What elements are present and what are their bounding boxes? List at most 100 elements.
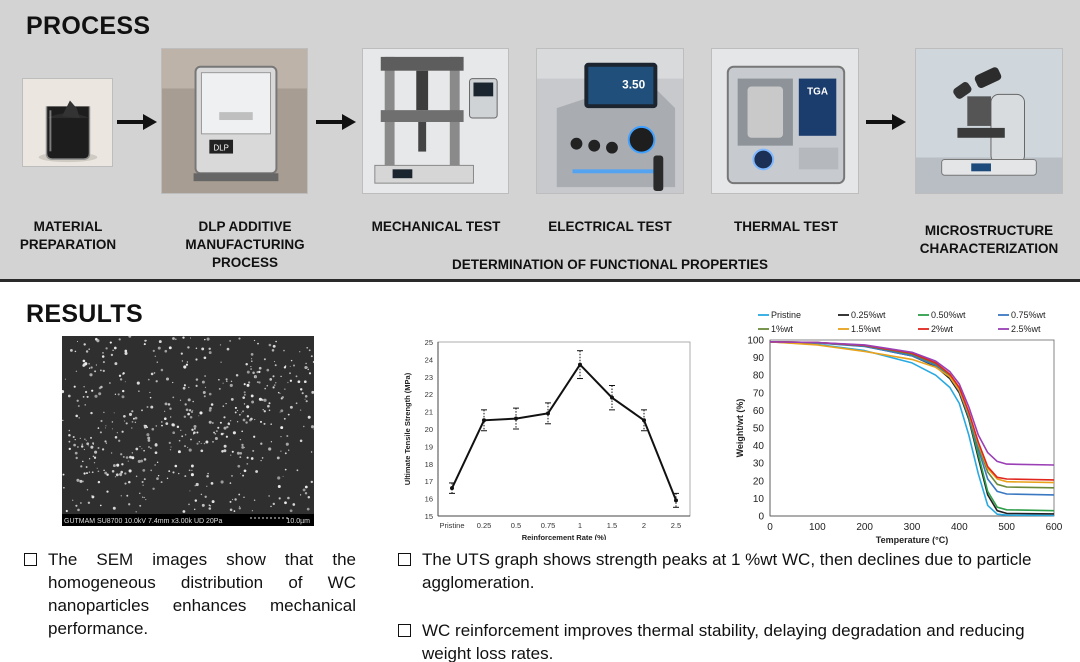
sem-particle <box>270 441 273 443</box>
sem-particle <box>128 480 131 484</box>
sem-particle <box>228 423 230 426</box>
sem-particle <box>121 395 125 399</box>
multimeter-icon: 3.50 <box>537 49 683 193</box>
sem-particle <box>160 368 164 372</box>
sem-particle <box>168 470 171 472</box>
sem-particle <box>201 503 205 507</box>
sem-particle <box>219 421 222 424</box>
sem-particle <box>84 404 86 406</box>
sem-particle <box>83 472 86 475</box>
sem-particle <box>274 364 277 367</box>
sem-particle <box>141 496 144 498</box>
sem-particle <box>272 502 275 506</box>
y-tick-label: 18 <box>425 460 433 469</box>
sem-particle <box>152 487 155 491</box>
sem-particle <box>62 473 65 476</box>
sem-particle <box>143 478 146 481</box>
sem-particle <box>183 445 187 448</box>
sem-particle <box>136 381 140 385</box>
sem-particle <box>132 417 135 420</box>
thermal-test-image: TGA <box>711 48 859 194</box>
data-point <box>546 411 550 416</box>
sem-particle <box>273 384 276 386</box>
sem-particle <box>246 415 250 418</box>
sem-particle <box>84 438 86 440</box>
sem-particle <box>191 469 193 472</box>
sem-particle <box>283 366 287 369</box>
sem-particle <box>161 421 163 423</box>
sem-particle <box>230 380 233 383</box>
sem-particle <box>250 457 254 460</box>
sem-particle <box>99 431 102 434</box>
sem-particle <box>239 473 242 475</box>
sem-particle <box>288 449 290 451</box>
sem-particle <box>230 397 234 401</box>
sem-particle <box>259 420 263 423</box>
sem-particle <box>195 378 199 381</box>
sem-particle <box>124 349 128 353</box>
sem-particle <box>250 366 252 368</box>
sem-particle <box>284 468 287 471</box>
y-tick-label: 24 <box>425 355 433 364</box>
sem-particle <box>303 425 305 428</box>
sem-particle <box>268 409 271 412</box>
sem-particle <box>310 451 313 453</box>
sem-particle <box>290 359 293 362</box>
sem-particle <box>260 442 263 445</box>
y-tick-label: 100 <box>747 336 764 347</box>
sem-particle <box>86 442 90 446</box>
sem-particle <box>242 410 245 413</box>
sem-particle <box>91 389 94 392</box>
sem-particle <box>165 422 169 425</box>
sem-particle <box>195 347 198 350</box>
sem-particle <box>272 375 275 378</box>
sem-particle <box>280 435 282 438</box>
sem-particle <box>120 475 122 477</box>
sem-particle <box>251 510 254 512</box>
sem-particle <box>241 430 244 433</box>
sem-particle <box>63 486 65 489</box>
sem-particle <box>232 499 234 501</box>
sem-particle <box>276 456 280 460</box>
sem-particle <box>190 464 194 468</box>
data-point <box>610 395 614 400</box>
sem-particle <box>269 378 273 381</box>
sem-particle <box>188 503 190 506</box>
sem-particle <box>221 450 224 453</box>
y-tick-label: 20 <box>753 476 765 487</box>
sem-particle <box>139 492 141 494</box>
sem-particle <box>131 427 133 429</box>
sem-particle <box>111 470 115 473</box>
sem-particle <box>128 503 131 506</box>
sem-particle <box>157 474 160 477</box>
sem-particle <box>236 409 239 412</box>
sem-particle <box>79 437 81 440</box>
sem-particle <box>171 423 175 427</box>
sem-particle <box>113 412 115 414</box>
sem-particle <box>94 394 98 398</box>
sem-particle <box>74 350 77 353</box>
sem-particle <box>192 400 194 403</box>
sem-particle <box>199 411 203 415</box>
sem-particle <box>299 388 303 391</box>
sem-particle <box>250 353 254 356</box>
step-label-mechanical-test: MECHANICAL TEST <box>371 219 501 234</box>
arrow-icon <box>866 114 906 130</box>
sem-particle <box>228 422 230 423</box>
sem-particle <box>80 445 84 448</box>
sem-particle <box>95 364 97 366</box>
x-tick-label: 2.5 <box>671 521 681 530</box>
sem-particle <box>247 381 251 384</box>
sem-particle <box>241 445 245 449</box>
sem-particle <box>229 420 232 422</box>
sem-particle <box>275 382 277 384</box>
sem-particle <box>296 469 299 472</box>
sem-particle <box>135 475 138 478</box>
material-preparation-image <box>22 78 113 167</box>
legend-label: 1.5%wt <box>851 324 881 334</box>
sem-particle <box>143 425 147 429</box>
sem-particle <box>75 504 78 507</box>
sem-particle <box>62 390 65 394</box>
sem-particle <box>104 427 107 429</box>
sem-particle <box>178 439 181 442</box>
